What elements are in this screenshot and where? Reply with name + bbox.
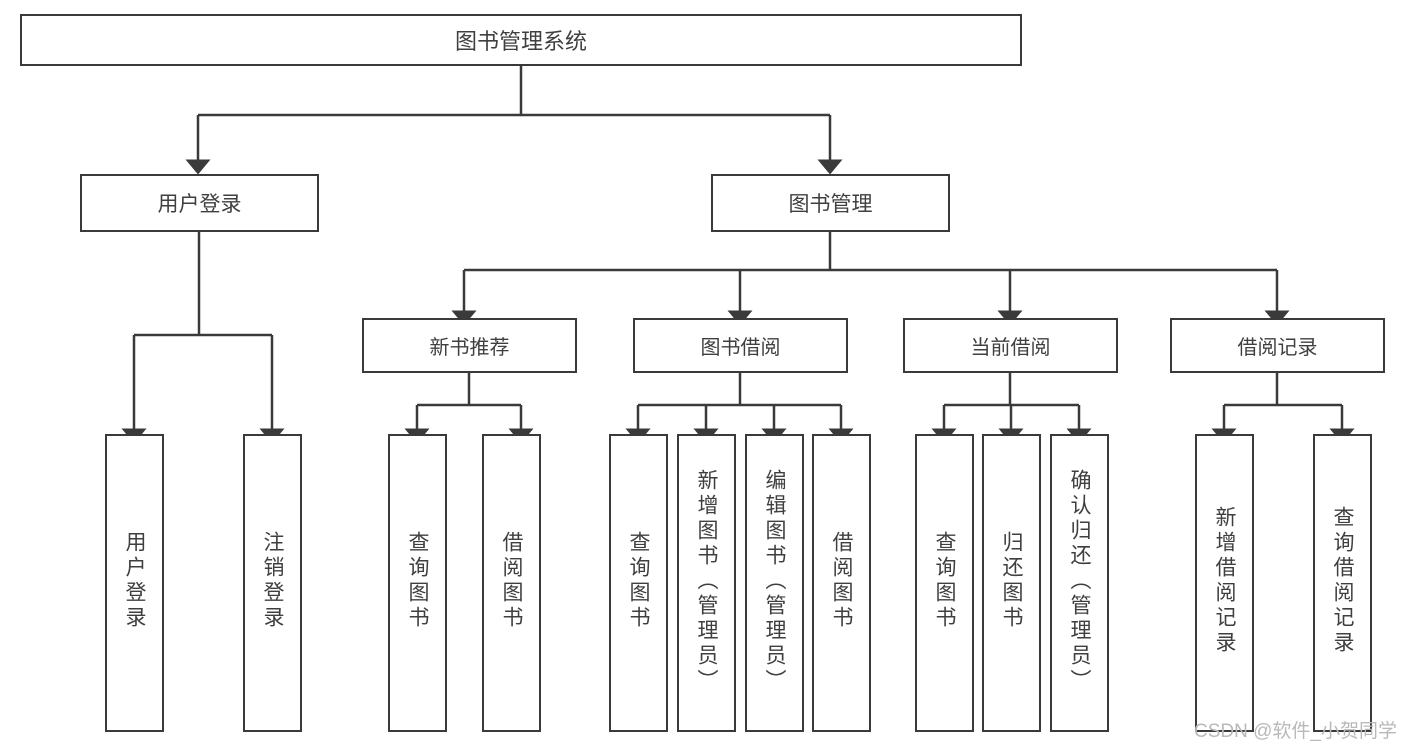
leaf-book-borrow-edit-book-admin[interactable]: 编辑图书（管理员） xyxy=(745,434,804,732)
node-label: 用户登录 xyxy=(157,193,242,216)
node-borrow-record[interactable]: 借阅记录 xyxy=(1170,318,1385,373)
leaf-label: 新增图书（管理员） xyxy=(695,468,718,694)
leaf-new-book-borrow-book[interactable]: 借阅图书 xyxy=(482,434,541,732)
leaf-user-login-logout[interactable]: 注销登录 xyxy=(243,434,302,732)
leaf-borrow-record-add-record[interactable]: 新增借阅记录 xyxy=(1195,434,1254,732)
node-label: 当前借阅 xyxy=(970,337,1051,359)
node-root-book-management-system[interactable]: 图书管理系统 xyxy=(20,14,1022,66)
leaf-current-borrow-query-book[interactable]: 查询图书 xyxy=(915,434,974,732)
node-label: 图书管理 xyxy=(788,193,873,216)
node-label: 图书借阅 xyxy=(700,337,781,359)
leaf-label: 借阅图书 xyxy=(830,531,853,631)
leaf-label: 查询图书 xyxy=(406,531,429,631)
leaf-label: 注销登录 xyxy=(261,531,284,631)
leaf-label: 查询图书 xyxy=(933,531,956,631)
leaf-book-borrow-borrow-book[interactable]: 借阅图书 xyxy=(812,434,871,732)
leaf-label: 用户登录 xyxy=(123,531,146,631)
leaf-borrow-record-query-record[interactable]: 查询借阅记录 xyxy=(1313,434,1372,732)
node-label: 图书管理系统 xyxy=(454,29,587,54)
node-user-login[interactable]: 用户登录 xyxy=(80,174,319,232)
node-current-borrow[interactable]: 当前借阅 xyxy=(903,318,1118,373)
leaf-label: 借阅图书 xyxy=(500,531,523,631)
leaf-label: 编辑图书（管理员） xyxy=(763,468,786,694)
leaf-book-borrow-add-book-admin[interactable]: 新增图书（管理员） xyxy=(677,434,736,732)
leaf-current-borrow-confirm-return-admin[interactable]: 确认归还（管理员） xyxy=(1050,434,1109,732)
leaf-label: 确认归还（管理员） xyxy=(1068,468,1091,694)
csdn-watermark: CSDN @软件_小贺同学 xyxy=(1194,721,1397,742)
leaf-book-borrow-query-book[interactable]: 查询图书 xyxy=(609,434,668,732)
leaf-label: 查询借阅记录 xyxy=(1331,506,1354,656)
leaf-label: 查询图书 xyxy=(627,531,650,631)
node-label: 新书推荐 xyxy=(429,337,510,359)
node-new-book-recommend[interactable]: 新书推荐 xyxy=(362,318,577,373)
leaf-label: 归还图书 xyxy=(1000,531,1023,631)
leaf-user-login-login[interactable]: 用户登录 xyxy=(105,434,164,732)
leaf-current-borrow-return-book[interactable]: 归还图书 xyxy=(982,434,1041,732)
node-label: 借阅记录 xyxy=(1237,337,1318,359)
node-book-management[interactable]: 图书管理 xyxy=(711,174,950,232)
leaf-new-book-query-book[interactable]: 查询图书 xyxy=(388,434,447,732)
node-book-borrow[interactable]: 图书借阅 xyxy=(633,318,848,373)
leaf-label: 新增借阅记录 xyxy=(1213,506,1236,656)
